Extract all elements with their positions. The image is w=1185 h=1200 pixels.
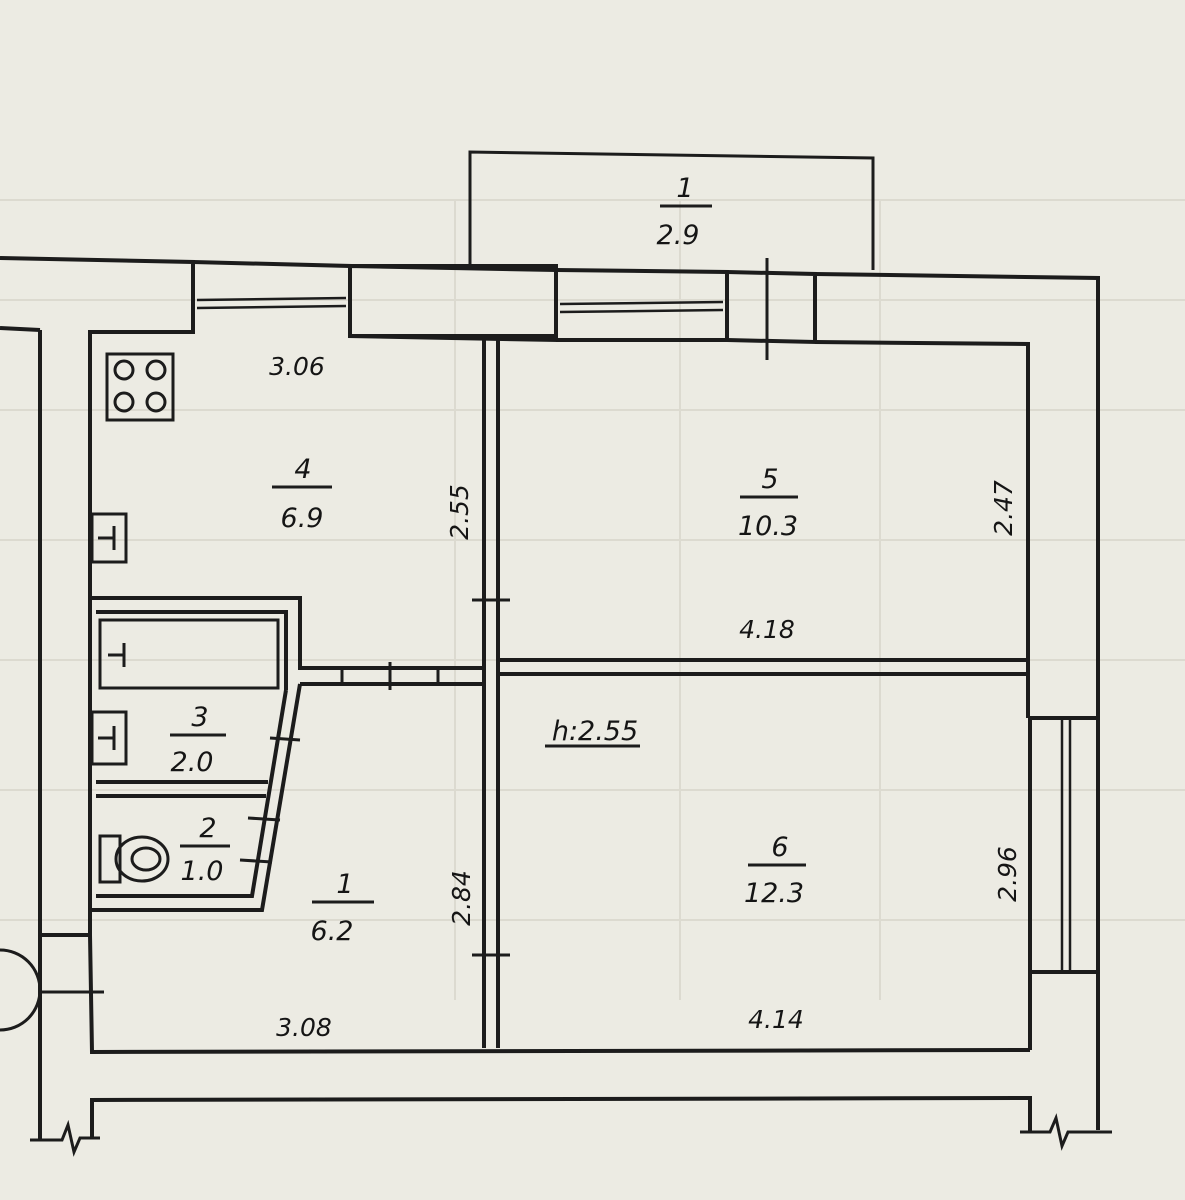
washbasin-icon	[90, 710, 128, 766]
dimension-hall-width: 3.08	[276, 1013, 332, 1042]
room-label-hall: 1 6.2	[311, 869, 374, 947]
dimension-kitchen-depth: 2.55	[445, 484, 474, 540]
dimension-room6-depth: 2.96	[993, 846, 1022, 902]
room-number: 1	[676, 173, 693, 204]
room-label-kitchen: 4 6.9	[272, 454, 332, 534]
room-area: 6.2	[311, 916, 354, 947]
room-number: 1	[336, 869, 353, 900]
dimension-room5-depth: 2.47	[989, 480, 1018, 536]
room-label-6: 6 12.3	[744, 832, 806, 909]
interior-walls	[90, 338, 1028, 1048]
balcony-outline	[468, 150, 875, 270]
room-number: 4	[294, 454, 311, 485]
room-area: 12.3	[744, 878, 804, 909]
dimension-hall-depth: 2.84	[447, 870, 476, 926]
room-label-toilet: 2 1.0	[180, 813, 230, 887]
bathtub-icon	[98, 618, 280, 690]
dimension-room5-width: 4.18	[739, 615, 795, 644]
dimension-kitchen-width: 3.06	[269, 352, 325, 381]
room-number: 3	[191, 702, 208, 733]
room-area: 10.3	[738, 511, 798, 542]
room-area: 6.9	[281, 503, 324, 534]
exterior-walls	[0, 256, 1112, 1157]
room-label-balcony: 1 2.9	[657, 173, 712, 251]
room-area: 1.0	[181, 856, 224, 887]
room-number: 2	[199, 813, 216, 844]
room-label-bathroom: 3 2.0	[170, 702, 226, 778]
ceiling-height: h:2.55	[552, 716, 638, 747]
room-number: 5	[761, 464, 778, 495]
stove-icon	[105, 352, 175, 422]
room-area: 2.0	[171, 747, 214, 778]
room-area: 2.9	[657, 220, 700, 251]
dimension-room6-width: 4.14	[748, 1005, 804, 1034]
toilet-icon	[98, 834, 170, 884]
room-number: 6	[771, 832, 788, 863]
room-label-5: 5 10.3	[738, 464, 798, 542]
sink-icon	[90, 512, 128, 564]
